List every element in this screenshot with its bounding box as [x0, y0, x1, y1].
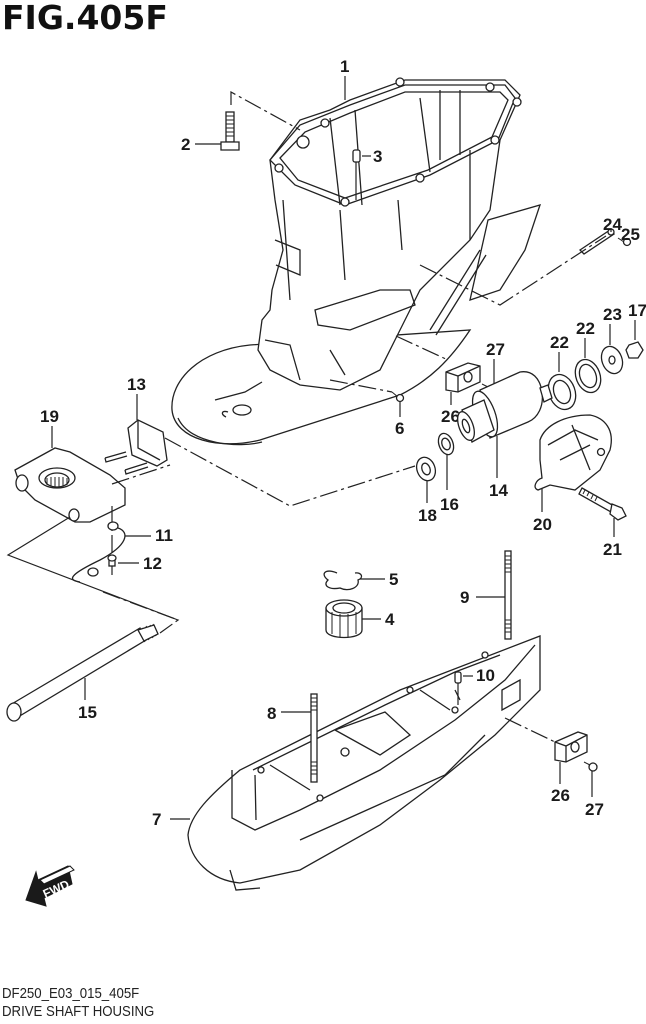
callout-15: 15	[78, 703, 97, 722]
nut-part-17[interactable]	[625, 341, 644, 359]
callout-11: 11	[155, 526, 173, 545]
screw-part-25[interactable]	[617, 237, 632, 247]
washer-part-22a[interactable]	[544, 371, 581, 414]
callout-26-upper: 26	[441, 407, 460, 426]
screw-part-6[interactable]	[391, 391, 405, 403]
stud-part-9[interactable]	[504, 550, 512, 640]
callout-6: 6	[395, 419, 404, 438]
bolt-part-21[interactable]	[578, 487, 627, 521]
callout-3: 3	[373, 147, 382, 166]
rubber-mount-part-13[interactable]	[104, 419, 168, 475]
callout-2: 2	[181, 135, 190, 154]
bolt-part-2[interactable]	[220, 111, 240, 151]
callout-22a: 22	[550, 333, 569, 352]
mount-cover-part-20[interactable]	[534, 414, 612, 491]
callout-7: 7	[152, 810, 161, 829]
callout-16: 16	[440, 495, 459, 514]
callout-24: 24	[603, 215, 622, 234]
mount-bolt-part-15[interactable]	[6, 623, 159, 722]
callout-5: 5	[389, 570, 398, 589]
stud-part-8[interactable]	[310, 693, 318, 783]
screw-part-12[interactable]	[107, 554, 117, 567]
callout-23: 23	[603, 305, 622, 324]
dowel-pin-part-3[interactable]	[352, 149, 361, 163]
washer-part-23[interactable]	[598, 343, 626, 376]
lower-mount-part-14[interactable]	[454, 371, 553, 443]
fwd-direction-arrow-icon: FWD	[25, 865, 75, 907]
mount-bracket-part-19[interactable]	[14, 447, 126, 523]
callout-25: 25	[621, 225, 640, 244]
callout-21: 21	[603, 540, 622, 559]
callout-1: 1	[340, 57, 349, 76]
callout-17: 17	[628, 301, 646, 320]
callout-9: 9	[460, 588, 469, 607]
bushing-part-4[interactable]	[325, 599, 363, 639]
stopper-part-26-upper[interactable]	[445, 362, 481, 393]
drive-shaft-housing-part[interactable]	[171, 77, 542, 446]
callout-26-lower: 26	[551, 786, 570, 805]
drawing-code: DF250_E03_015_405F	[2, 985, 140, 1002]
callout-18: 18	[418, 506, 437, 525]
washer-part-18[interactable]	[413, 455, 438, 484]
washer-part-16[interactable]	[436, 431, 457, 456]
washer-part-22b[interactable]	[571, 356, 605, 396]
callout-12: 12	[143, 554, 162, 573]
callout-19: 19	[40, 407, 59, 426]
ground-wire-part-11[interactable]	[72, 521, 126, 583]
screw-part-27-lower[interactable]	[583, 761, 598, 772]
stopper-part-26-lower[interactable]	[554, 731, 588, 763]
clip-part-5[interactable]	[323, 570, 363, 591]
callout-27-upper: 27	[486, 340, 505, 359]
callout-14: 14	[489, 481, 508, 500]
figure-name: DRIVE SHAFT HOUSING	[2, 1003, 155, 1020]
lower-cover-part-7[interactable]	[187, 635, 541, 891]
callout-27-lower: 27	[585, 800, 604, 819]
callout-20: 20	[533, 515, 552, 534]
callout-4: 4	[385, 610, 395, 629]
figure-title: FIG.405F	[2, 0, 168, 37]
dowel-pin-part-10[interactable]	[454, 671, 462, 684]
callout-22b: 22	[576, 319, 595, 338]
callout-13: 13	[127, 375, 146, 394]
callout-10: 10	[476, 666, 495, 685]
callout-8: 8	[267, 704, 276, 723]
